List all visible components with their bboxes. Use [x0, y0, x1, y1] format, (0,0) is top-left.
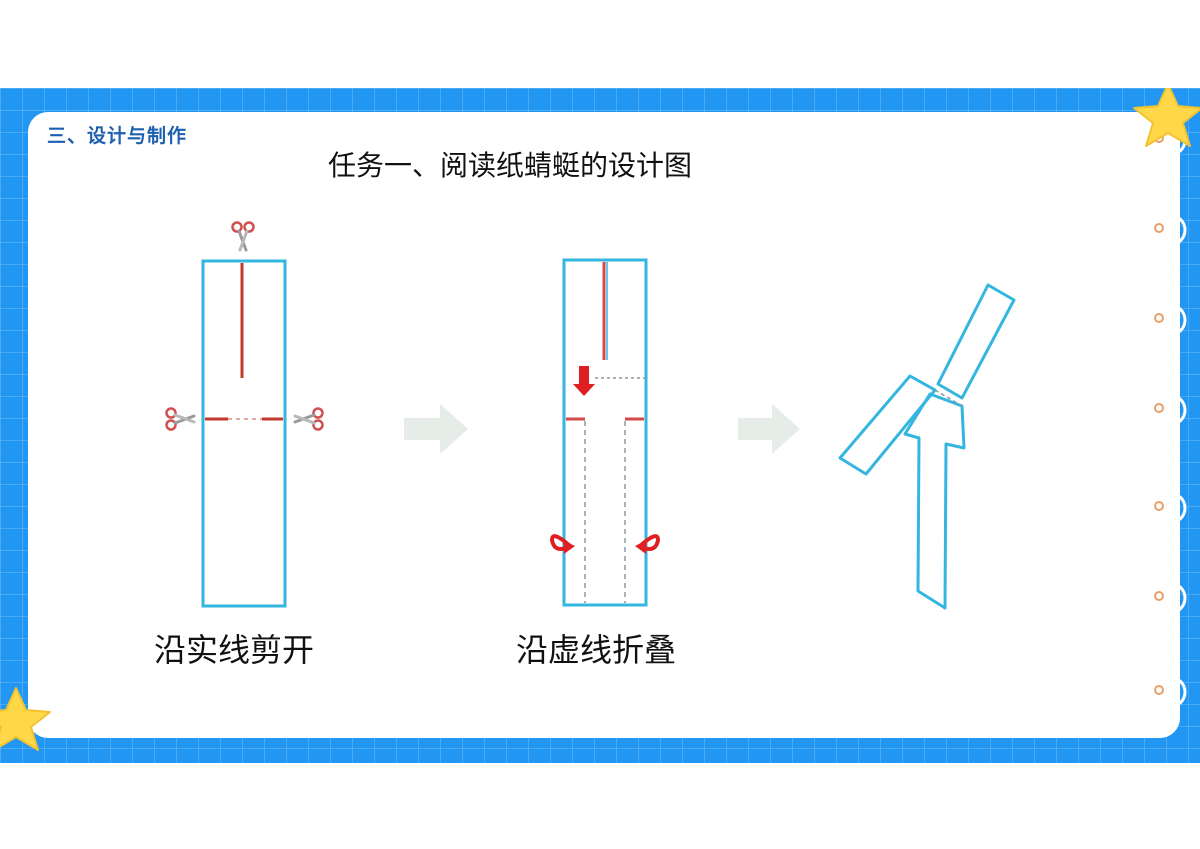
binder-ring-icon	[1153, 303, 1187, 337]
binder-ring-icon	[1153, 581, 1187, 615]
content-card	[28, 112, 1180, 738]
paper-dragonfly	[838, 283, 1016, 610]
curved-arrow-icon	[638, 534, 661, 551]
scissors-icon	[231, 221, 255, 252]
star-icon	[0, 687, 51, 751]
section-title: 三、设计与制作	[47, 125, 188, 147]
binder-ring-icon	[1153, 393, 1187, 427]
dragonfly-body	[903, 392, 966, 610]
curved-arrow-icon	[549, 534, 572, 551]
slide-background: 三、设计与制作 任务一、阅读纸蜻蜓的设计图	[0, 88, 1200, 763]
right-wing	[936, 283, 1016, 400]
dragonfly-diagram	[165, 221, 1016, 610]
binder-ring-icon	[1153, 213, 1187, 247]
binder-ring-icon	[1153, 675, 1187, 709]
right-arrow-icon	[404, 404, 468, 454]
step2-paper-strip	[549, 258, 661, 607]
binder-ring-icon	[1153, 491, 1187, 525]
right-arrow-icon	[738, 404, 800, 454]
step1-paper-strip	[165, 221, 324, 608]
step2-caption: 沿虚线折叠	[516, 631, 677, 669]
curved-arrow-head	[563, 540, 575, 554]
left-wing	[838, 374, 937, 476]
curved-arrow-head	[635, 540, 647, 554]
task-title: 任务一、阅读纸蜻蜓的设计图	[328, 149, 693, 182]
step1-caption: 沿实线剪开	[154, 631, 315, 669]
down-arrow-icon	[573, 366, 595, 396]
star-icon	[1133, 88, 1200, 147]
scissors-icon	[165, 407, 196, 431]
scissors-icon	[293, 407, 324, 431]
